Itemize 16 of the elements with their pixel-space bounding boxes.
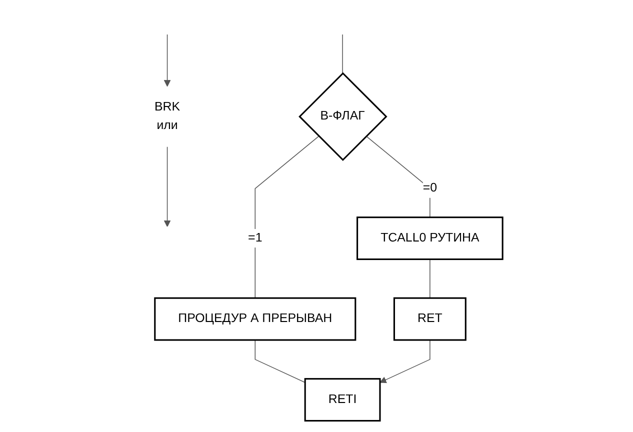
node-box: ПРОЦЕДУР А ПРЕРЫВАН — [154, 297, 356, 341]
connector — [254, 340, 306, 383]
connector — [342, 34, 343, 74]
edge-label: =1 — [248, 231, 262, 245]
arrow — [163, 146, 170, 227]
node-box: RET — [393, 297, 466, 341]
node-text: BRK или — [154, 100, 180, 132]
node-diamond: В-ФЛАГ — [298, 72, 387, 161]
connector — [429, 258, 430, 298]
arrow — [163, 34, 170, 87]
arrow — [379, 340, 430, 384]
node-box: TCALL0 РУТИНА — [356, 216, 503, 260]
connector — [365, 136, 430, 218]
connector — [254, 136, 319, 298]
node-box: RETI — [304, 378, 380, 422]
edge-label: =0 — [422, 182, 437, 195]
